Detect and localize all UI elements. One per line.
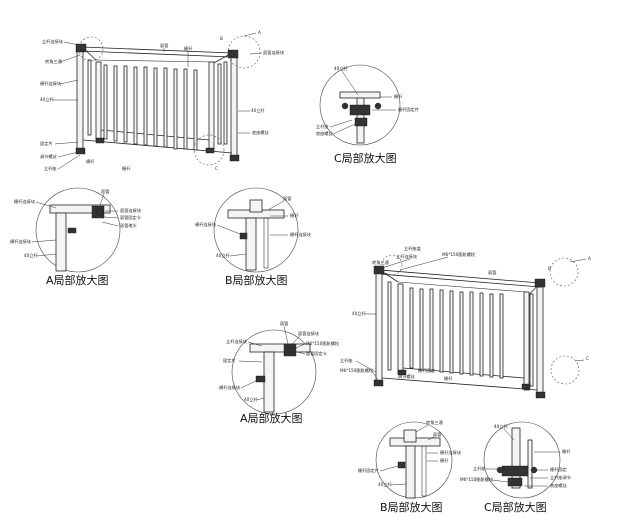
label-upright-conn-2: 立杆连接块: [396, 253, 418, 260]
label-bolt150-a2: M6*150膨胀螺栓: [306, 340, 340, 347]
label-adjust-screw-1: 调节螺丝: [40, 153, 57, 160]
label-fix-piece-1: 固定片: [40, 140, 53, 147]
label-upright-seat-c2: 立杆座: [473, 465, 486, 472]
caption-a-left: A局部放大图: [46, 273, 109, 287]
label-top-rail-b: 面管: [283, 195, 291, 202]
label-cover-conn-a2: 面管连接块: [298, 330, 320, 337]
label-bar-conn-b2: 栅杆连接块: [440, 449, 462, 456]
label-bolt150-bottom-2: M6*150膨胀螺栓: [340, 367, 374, 374]
label-pole40-a2: 40立杆: [244, 396, 259, 403]
detail-a-left: 面管 栅杆连接块 面管连接块 面管固定卡 面管堵头 横杆连接块 40立杆 A局部…: [10, 187, 142, 287]
caption-b-bottom: B局部放大图: [380, 500, 443, 514]
main-assembly-view-2: A B C 立杆座盖 立杆连接块 转角三通 M6*150膨胀螺栓 面管 40立杆…: [340, 245, 591, 399]
label-bolt150-top-2: M6*150膨胀螺栓: [442, 251, 476, 258]
marker-a-2: A: [588, 256, 591, 261]
label-adjust-screw-2: 调节螺丝: [398, 373, 415, 380]
label-bar-fixed-2: 栅杆固定: [418, 367, 435, 374]
label-bolt150-c2: M6*150膨胀螺栓: [460, 476, 494, 483]
label-bar-conn-a: 栅杆连接块: [14, 198, 36, 205]
label-upright-adjust-c2: 立杆座调节: [550, 474, 571, 481]
label-bar-c2: 栅杆: [562, 448, 571, 455]
label-base-screw-c: 底座螺丝: [316, 130, 333, 137]
label-fix-piece-a2: 固定片: [223, 357, 236, 364]
label-base-screw-1: 底座螺丝: [252, 129, 269, 136]
caption-c-bottom: C局部放大图: [484, 500, 547, 514]
label-pole40-2: 40立杆: [352, 310, 367, 317]
label-corner-tee-2: 转角三通: [372, 259, 390, 266]
label-cap-cover-a: 面管堵头: [120, 222, 137, 229]
label-bar-b2: 栅杆: [440, 457, 449, 464]
detail-c-bottom: 40立杆 栅杆 立杆座 栅杆固定 立杆座调节 M6*150膨胀螺栓 底座螺丝 C…: [460, 421, 571, 514]
label-pole40-right-1: 40立杆: [251, 107, 266, 114]
detail-a-mid: 面管 面管连接块 立杆连接块 M6*150膨胀螺栓 面管固定卡 固定片 横杆连接…: [219, 320, 340, 425]
label-end-plug-a: 面管固定卡: [120, 214, 141, 221]
label-bar-bottom-1: 栅杆: [122, 165, 131, 172]
label-bar-2: 栅杆: [444, 375, 453, 382]
marker-c-1: C: [215, 166, 218, 171]
label-cover-conn-1: 面管连接块: [263, 49, 285, 56]
label-pole40-c2: 40立杆: [494, 423, 509, 430]
label-rail-conn-b: 横杆连接块: [195, 221, 217, 228]
label-upright-conn-a2: 立杆连接块: [226, 338, 248, 345]
label-bar-top-1: 栅杆: [184, 45, 193, 52]
label-corner-tee-1: 转角三通: [45, 58, 63, 65]
label-base-screw-c2: 底座螺丝: [550, 482, 567, 489]
detail-c-top: 40立杆 栅杆 栅杆固定片 立杆座 底座螺丝 C局部放大图: [316, 64, 419, 165]
label-cover-conn-a: 面管连接块: [120, 207, 142, 214]
picket-group-2: [387, 281, 534, 387]
marker-b-2: B: [548, 266, 551, 271]
label-top-rail-1: 面管: [160, 42, 168, 49]
picket-group-1: [87, 59, 228, 151]
label-pole40-b2: 40立杆: [378, 481, 393, 488]
label-bar-fixed-c: 栅杆固定片: [398, 106, 419, 113]
label-top-rail-a: 面管: [101, 188, 109, 195]
caption-c-top: C局部放大图: [334, 151, 397, 165]
caption-b-left: B局部放大图: [225, 273, 288, 287]
label-pole40-b: 40立杆: [216, 252, 231, 259]
marker-c-2: C: [586, 356, 589, 361]
marker-b-1: B: [220, 36, 223, 41]
label-top-rail-2: 面管: [488, 269, 496, 276]
label-end-plug-a2: 面管固定卡: [306, 350, 327, 357]
label-corner-tee-b2: 转角三通: [426, 419, 444, 426]
label-bar-conn-b: 栅杆连接块: [290, 231, 312, 238]
label-rail-conn-a: 横杆连接块: [10, 238, 32, 245]
label-rail-conn-1: 横杆连接块: [40, 80, 62, 87]
label-pole40-a: 40立杆: [24, 252, 39, 259]
caption-a-mid: A局部放大图: [240, 411, 303, 425]
main-assembly-view-1: A B C 立杆连接块 转角三通 横杆连接块 40立杆 固定片 调节螺丝 立杆座…: [40, 30, 285, 172]
label-upright-seat-cover-2: 立杆座盖: [404, 245, 421, 252]
label-bar-c: 栅杆: [394, 93, 403, 100]
label-bar-fixed-c2: 栅杆固定: [550, 466, 567, 473]
label-rail-1: 横杆: [86, 158, 95, 165]
label-upright-seat-1: 立杆座: [44, 165, 57, 172]
detail-b-left: 面管 栅杆 横杆连接块 栅杆连接块 40立杆 B局部放大图: [195, 187, 312, 287]
label-bar-b: 栅杆: [290, 212, 299, 219]
label-bar-fixed-b2: 栅杆固定片: [358, 467, 379, 474]
marker-a-1: A: [258, 30, 261, 35]
label-upright-seat-c: 立杆座: [316, 123, 329, 130]
label-top-rail-b2: 面管: [433, 431, 441, 438]
label-top-rail-a2: 面管: [280, 320, 288, 327]
detail-b-bottom: 转角三通 面管 栅杆连接块 栅杆 栅杆固定片 40立杆 B局部放大图: [358, 419, 462, 514]
label-pole40-1: 40立杆: [40, 96, 55, 103]
label-upright-seat-2: 立杆座: [340, 357, 353, 364]
label-pole40-c: 40立杆: [334, 65, 349, 72]
label-rail-conn-a2: 横杆连接块: [219, 384, 241, 391]
label-upright-conn-1: 立杆连接块: [42, 38, 64, 45]
